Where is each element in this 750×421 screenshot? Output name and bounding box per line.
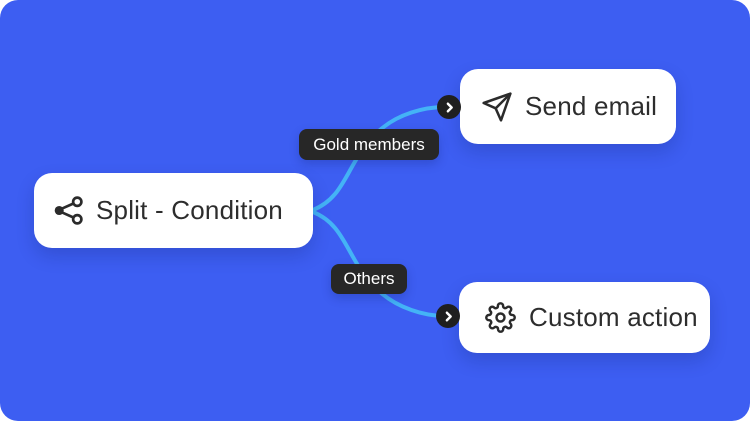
node-send-email[interactable]: Send email	[460, 69, 676, 144]
node-custom-action-label: Custom action	[529, 302, 698, 332]
branch-label-gold-members[interactable]: Gold members	[299, 129, 439, 160]
gear-icon	[485, 302, 516, 333]
port-badge-send-email[interactable]	[437, 95, 461, 119]
node-split-condition-label: Split - Condition	[96, 195, 283, 225]
node-split-condition[interactable]: Split - Condition	[34, 173, 313, 248]
chevron-right-icon	[446, 101, 453, 113]
node-custom-action[interactable]: Custom action	[459, 282, 710, 353]
port-badge-custom-action[interactable]	[436, 304, 460, 328]
chevron-right-icon	[445, 310, 452, 322]
branch-label-others[interactable]: Others	[331, 264, 407, 294]
send-icon	[481, 91, 513, 123]
branch-label-gold-members-text: Gold members	[313, 134, 425, 154]
split-branch-icon	[52, 194, 85, 227]
branch-label-others-text: Others	[343, 269, 395, 288]
node-send-email-label: Send email	[525, 91, 658, 121]
